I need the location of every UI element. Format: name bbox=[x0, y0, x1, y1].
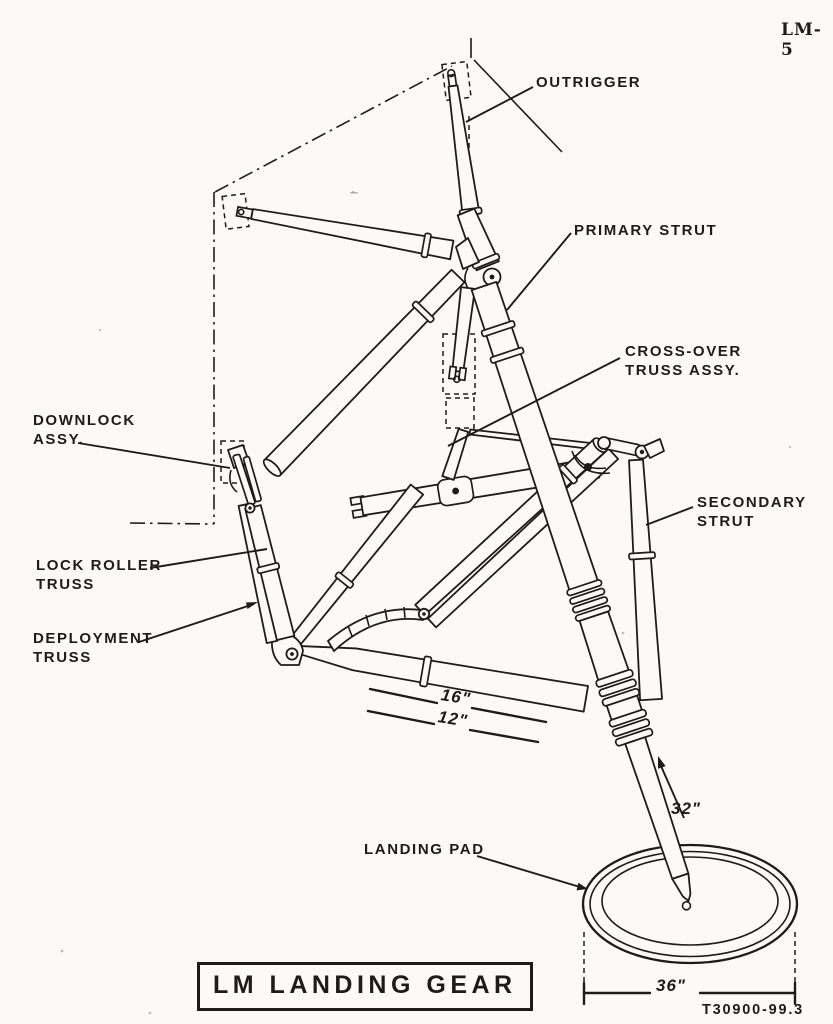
primary-strut-drawing bbox=[470, 280, 692, 911]
dim-32in: 32" bbox=[671, 799, 701, 818]
label-primary-strut: PRIMARY STRUT bbox=[574, 222, 718, 239]
label-outrigger: OUTRIGGER bbox=[536, 74, 642, 91]
label-deployment-truss: DEPLOYMENT TRUSS bbox=[33, 630, 154, 666]
label-landing-pad: LANDING PAD bbox=[364, 841, 485, 858]
label-crossover-truss: CROSS-OVER TRUSS ASSY. bbox=[625, 343, 742, 379]
deployment-truss-drawing bbox=[271, 483, 589, 713]
lock-roller-and-downlock-drawing bbox=[227, 444, 296, 644]
figure-title: LM LANDING GEAR bbox=[197, 962, 533, 1011]
dim-36in: 36" bbox=[656, 976, 686, 995]
doc-ref: LM-5 bbox=[781, 20, 822, 60]
paper-specks bbox=[60, 190, 792, 1015]
label-secondary-strut: SECONDARY STRUT bbox=[697, 494, 807, 530]
figure-number: T30900-99.3 bbox=[702, 1002, 805, 1018]
descent-stage-panel-outline bbox=[129, 38, 563, 525]
outrigger-struts bbox=[235, 68, 502, 477]
label-downlock-assy: DOWNLOCK ASSY. bbox=[33, 412, 136, 448]
leader-lines bbox=[77, 86, 694, 891]
label-lock-roller-truss: LOCK ROLLER TRUSS bbox=[36, 557, 162, 593]
dimension-marks bbox=[366, 687, 797, 1006]
